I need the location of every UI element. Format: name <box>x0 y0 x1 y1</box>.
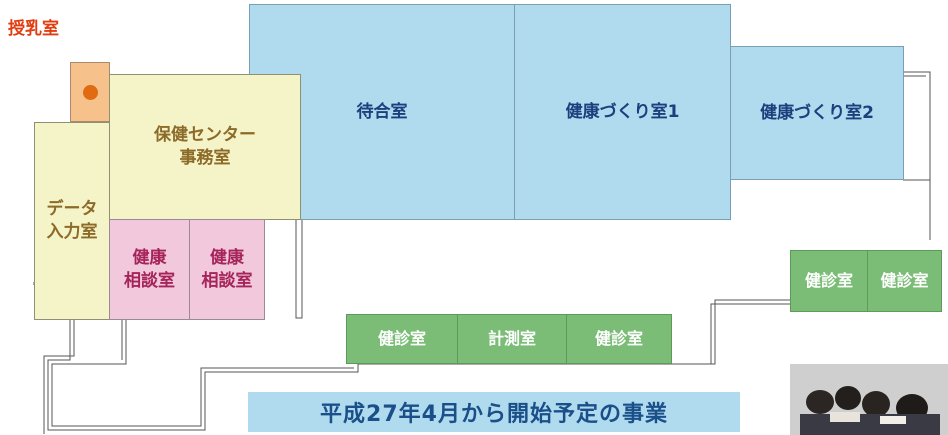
nursing-room <box>70 62 110 122</box>
nursing-room-marker-icon <box>82 84 98 100</box>
exam-room-4-label: 健診室 <box>880 271 929 291</box>
data-entry-room: データ 入力室 <box>34 122 110 320</box>
health-room-2: 健康づくり室2 <box>730 46 904 180</box>
schedule-banner: 平成27年4月から開始予定の事業 <box>248 392 740 432</box>
exam-room-4: 健診室 <box>867 250 942 312</box>
exam-room-1: 健診室 <box>346 314 458 364</box>
measurement-room: 計測室 <box>457 314 567 364</box>
exam-room-2-label: 健診室 <box>594 329 643 349</box>
exam-room-3-label: 健診室 <box>804 271 853 291</box>
consult-1-label-line2: 相談室 <box>124 270 175 291</box>
exam-room-2: 健診室 <box>566 314 672 364</box>
data-entry-label-line2: 入力室 <box>46 222 98 242</box>
health-room-2-label: 健康づくり室2 <box>760 102 874 123</box>
health-room-1-label: 健康づくり室1 <box>565 101 680 122</box>
office-label-line1: 保健センター <box>154 125 256 146</box>
measurement-room-label: 計測室 <box>487 329 536 349</box>
waiting-room-label: 待合室 <box>356 101 408 122</box>
health-room-1: 健康づくり室1 <box>514 4 731 220</box>
consult-2-label-line2: 相談室 <box>201 270 253 291</box>
photo-illustration <box>790 364 948 435</box>
consultation-room-1: 健康 相談室 <box>109 219 190 320</box>
consultation-room-2: 健康 相談室 <box>189 219 265 320</box>
exam-room-1-label: 健診室 <box>377 329 426 349</box>
consult-1-label-line1: 健康 <box>132 247 167 268</box>
health-center-office: 保健センター 事務室 <box>109 74 301 220</box>
consult-2-label-line1: 健康 <box>210 247 244 268</box>
data-entry-label-line1: データ <box>46 199 98 220</box>
office-label-line2: 事務室 <box>179 148 231 168</box>
exam-room-3: 健診室 <box>790 250 868 312</box>
people-photo-thumbnail <box>790 364 948 435</box>
nursing-room-label: 授乳室 <box>8 19 59 39</box>
